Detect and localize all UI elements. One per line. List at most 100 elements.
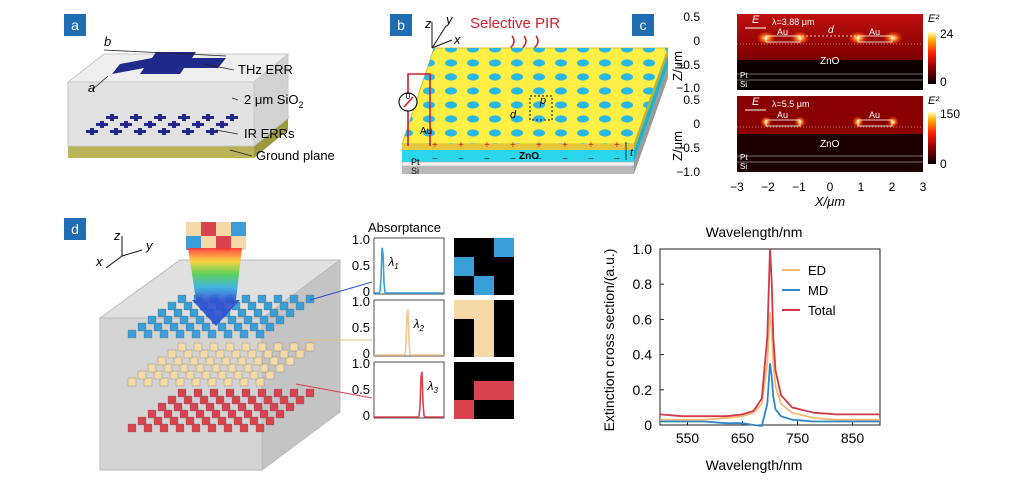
svg-text:3: 3 [920, 180, 927, 194]
ir-err-cross [226, 114, 238, 121]
meta-atom [249, 370, 259, 380]
meta-atom [173, 356, 183, 366]
label-au: Au [420, 126, 432, 137]
meta-atom [143, 423, 153, 433]
ir-err-cross [86, 128, 98, 135]
meta-atom [177, 388, 187, 398]
charge-plus: + [588, 140, 594, 151]
pattern-cell [454, 362, 474, 381]
meta-atom [275, 315, 285, 325]
meta-atom [217, 416, 227, 426]
pattern-cell [494, 381, 514, 400]
meta-atom [243, 363, 253, 373]
label-t: t [630, 147, 634, 159]
ir-err-cross [206, 128, 218, 135]
pattern-cell [494, 257, 514, 276]
ir-err-cross [158, 128, 170, 135]
absorptance-title: Absorptance [368, 220, 441, 235]
charge-plus: + [458, 140, 464, 151]
charge-minus: − [562, 154, 568, 165]
meta-atom [167, 301, 177, 311]
meta-atom [279, 349, 289, 359]
charge-plus: + [614, 140, 620, 151]
extinction-chart: Wavelength/nm Extinction cross section/(… [601, 224, 881, 473]
c-bot-ytick-3: −0.5 [676, 141, 700, 155]
meta-atom [169, 322, 179, 332]
charges: ++++++++−−−−−−−− [432, 140, 620, 165]
charge-minus: − [588, 154, 594, 165]
meta-atom [289, 294, 299, 304]
pattern-cell [474, 400, 494, 419]
colorbar-top [928, 32, 936, 84]
au-front [402, 144, 634, 150]
color-pattern-input [186, 222, 246, 250]
pattern-cell [474, 300, 494, 319]
pattern-cell [494, 400, 514, 419]
ir-err-cross [110, 128, 122, 135]
meta-atom [239, 423, 249, 433]
ir-err-cross [168, 121, 180, 128]
meta-atom [225, 342, 235, 352]
meta-atom [143, 377, 153, 387]
svg-text:−2: −2 [761, 180, 775, 194]
svg-text:y: y [145, 238, 154, 253]
unit-cell-box [529, 95, 553, 121]
c-top-e: E [752, 14, 760, 26]
charge-plus: + [432, 140, 438, 151]
lambda-label-2: λ2 [413, 317, 425, 333]
absorptance-ytick: 1.0 [352, 294, 370, 309]
legend-label: MD [808, 283, 828, 298]
label-thz-err: THz ERR [238, 62, 293, 77]
meta-atom [183, 349, 193, 359]
meta-atom [127, 329, 137, 339]
pattern-cell [494, 362, 514, 381]
meta-atom [233, 322, 243, 332]
c-top-ytick-4: −1.0 [676, 81, 700, 95]
charge-plus: + [510, 140, 516, 151]
meta-atom [127, 423, 137, 433]
meta-atom [253, 308, 263, 318]
c-top-pt: Pt [740, 71, 748, 80]
absorptance-plot-3 [373, 361, 445, 419]
meta-atom [233, 370, 243, 380]
charge-plus: + [562, 140, 568, 151]
meta-atom [295, 349, 305, 359]
meta-atom [177, 294, 187, 304]
meta-atom [241, 342, 251, 352]
c-bot-cb-min: 0 [940, 157, 947, 171]
meta-atom [305, 388, 315, 398]
meta-atom [137, 416, 147, 426]
meta-atom [227, 315, 237, 325]
c-top-au-left: Au [777, 27, 788, 37]
ir-err-cross [130, 114, 142, 121]
meta-atom [263, 301, 273, 311]
pattern-pixel [186, 236, 201, 250]
c-top-cb-min: 0 [940, 75, 947, 89]
panel-d-axes: z y x [95, 228, 154, 269]
ir-err-cross [216, 121, 228, 128]
meta-atom [163, 315, 173, 325]
meta-atom [157, 402, 167, 412]
meta-atom [137, 370, 147, 380]
svg-text:x: x [453, 32, 461, 47]
meter-needle [403, 96, 414, 108]
meta-atom [273, 342, 283, 352]
chart-title: Wavelength/nm [706, 224, 803, 240]
c-bot-ytick-1: 0.5 [683, 93, 700, 107]
panel-b: b Selective PIR z y x ++++++++−−−−−−−− [390, 12, 669, 176]
absorptance-ytick: 0 [363, 284, 370, 299]
pattern-cell [454, 381, 474, 400]
meta-atom [175, 329, 185, 339]
svg-text:z: z [113, 228, 121, 243]
meta-atom [207, 423, 217, 433]
svg-text:a: a [71, 17, 79, 33]
meta-atom [147, 363, 157, 373]
meta-atom [179, 409, 189, 419]
absorptance-peak-3 [374, 371, 444, 418]
meta-atom [195, 315, 205, 325]
charge-minus: − [510, 154, 516, 165]
c-top-d: d [828, 25, 834, 36]
ir-err-cross [134, 128, 146, 135]
charge-plus: + [536, 140, 542, 151]
